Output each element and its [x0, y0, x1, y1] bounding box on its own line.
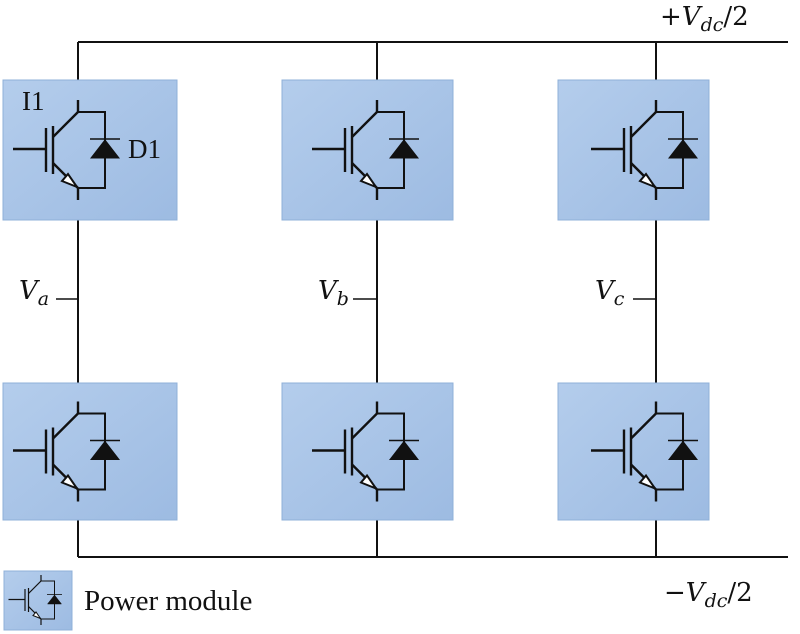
- diode-triangle: [667, 440, 699, 460]
- collector-diagonal: [351, 412, 378, 440]
- igbt-label: I1: [22, 86, 45, 116]
- igbt-diode-icon: [13, 401, 121, 502]
- diode-triangle: [89, 440, 121, 460]
- emitter-arrow: [359, 473, 379, 491]
- phase-a-label: Va: [19, 276, 50, 310]
- collector-diagonal: [630, 111, 657, 138]
- phase-leg-b: [281, 42, 454, 557]
- emitter-arrow: [638, 172, 658, 190]
- emitter-arrow: [60, 473, 80, 491]
- upper-power-module-b: [281, 79, 454, 221]
- igbt-diode-icon: [312, 401, 420, 502]
- diode-triangle: [667, 139, 699, 159]
- igbt-diode-icon: [312, 100, 420, 200]
- legend-box: [3, 570, 73, 631]
- lower-power-module-b: [281, 382, 454, 521]
- igbt-diode-icon: [591, 401, 699, 502]
- module-box: [281, 79, 454, 221]
- collector-diagonal: [52, 111, 79, 138]
- emitter-arrow: [638, 473, 658, 491]
- diode-triangle: [89, 139, 121, 159]
- phase-b-label: Vb: [318, 276, 349, 310]
- upper-power-module-a: [2, 79, 178, 221]
- collector-diagonal: [351, 111, 378, 138]
- positive-rail-label: +Vdc/2: [660, 2, 749, 36]
- phase-leg-a: [2, 42, 178, 557]
- phase-leg-c: [557, 42, 710, 557]
- igbt-diode-icon: [13, 100, 121, 200]
- collector-diagonal: [52, 412, 79, 440]
- emitter-arrow: [60, 172, 80, 190]
- negative-rail-label: −Vdc/2: [664, 578, 753, 612]
- diode-triangle: [388, 139, 420, 159]
- emitter-arrow: [359, 172, 379, 190]
- diode-triangle: [46, 594, 63, 605]
- diode-triangle: [388, 440, 420, 460]
- legend-label: Power module: [84, 585, 253, 617]
- igbt-diode-icon: [8, 575, 63, 625]
- lower-power-module-c: [557, 382, 710, 521]
- phase-c-label: Vc: [595, 276, 625, 310]
- lower-power-module-a: [2, 382, 178, 521]
- upper-power-module-c: [557, 79, 710, 221]
- module-box: [281, 382, 454, 521]
- emitter-arrow: [32, 611, 42, 620]
- diode-label: D1: [128, 134, 161, 164]
- legend-module-icon: [3, 570, 73, 631]
- collector-diagonal: [28, 580, 42, 594]
- collector-diagonal: [630, 412, 657, 440]
- igbt-diode-icon: [591, 100, 699, 200]
